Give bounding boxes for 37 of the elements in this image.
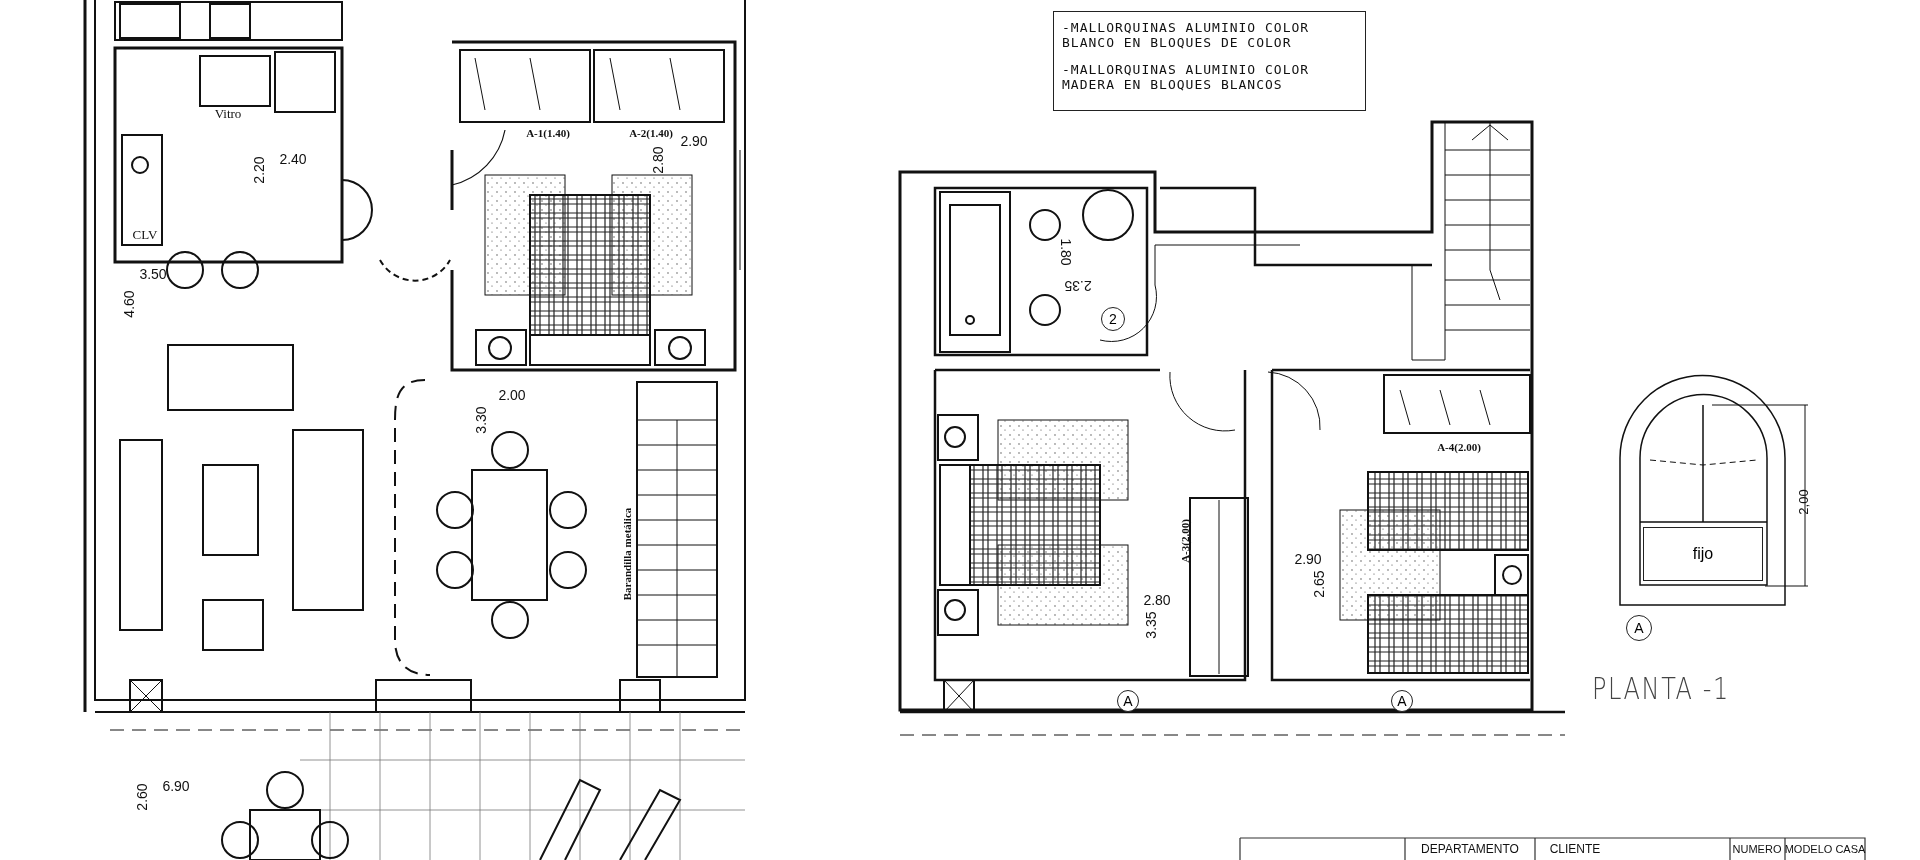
callout-marker: A <box>1626 615 1652 641</box>
dimension-text: 2,00 <box>1796 489 1810 515</box>
dimension-text: 2.90 <box>680 134 708 148</box>
callout-marker: 2 <box>1101 307 1125 331</box>
dimension-text: 2.60 <box>135 783 149 811</box>
dimension-text: 2.80 <box>1143 593 1171 607</box>
room-annotation: Barandilla metálica <box>621 507 633 601</box>
dimension-text: 3.50 <box>139 267 167 281</box>
note-text: -MALLORQUINAS ALUMINIO COLOR BLANCO EN BLOQUES DE COLOR <box>1062 20 1311 50</box>
dimension-text: 2.80 <box>651 146 665 174</box>
title-block-heading: NUMERO <box>1732 843 1782 855</box>
note-box <box>1053 11 1366 111</box>
dimension-text: 2.40 <box>279 152 307 166</box>
note-text: -MALLORQUINAS ALUMINIO COLOR MADERA EN BLOQUES BLANCOS <box>1062 62 1311 92</box>
plan-title: PLANTA -1 <box>1592 674 1730 704</box>
room-annotation: Vitro <box>214 106 242 120</box>
fixed-pane: fijo <box>1643 527 1763 581</box>
room-annotation: A-4(2.00) <box>1437 441 1481 453</box>
dimension-text: 4.60 <box>122 290 136 318</box>
dimension-text: 6.90 <box>162 779 190 793</box>
title-block-heading: MODELO CASA <box>1784 843 1866 855</box>
dimension-text: 1.80 <box>1059 238 1073 266</box>
room-annotation: CLV <box>132 227 158 241</box>
room-annotation: A-2(1.40) <box>629 127 673 139</box>
title-block-heading: DEPARTAMENTO <box>1421 843 1519 855</box>
callout-marker: A <box>1391 690 1413 712</box>
dimension-text: 2.00 <box>498 388 526 402</box>
dimension-text: 3.30 <box>474 406 488 434</box>
dimension-text: 2.20 <box>252 156 266 184</box>
callout-marker: A <box>1117 690 1139 712</box>
dimension-text: 3.35 <box>1144 611 1158 639</box>
dimension-text: 2.90 <box>1294 552 1322 566</box>
title-block-heading: CLIENTE <box>1549 843 1601 855</box>
dimension-text: 2.65 <box>1312 570 1326 598</box>
dimension-text: 2.35 <box>1064 279 1092 293</box>
room-annotation: A-1(1.40) <box>526 127 570 139</box>
room-annotation: A-3(2.00) <box>1179 519 1191 563</box>
